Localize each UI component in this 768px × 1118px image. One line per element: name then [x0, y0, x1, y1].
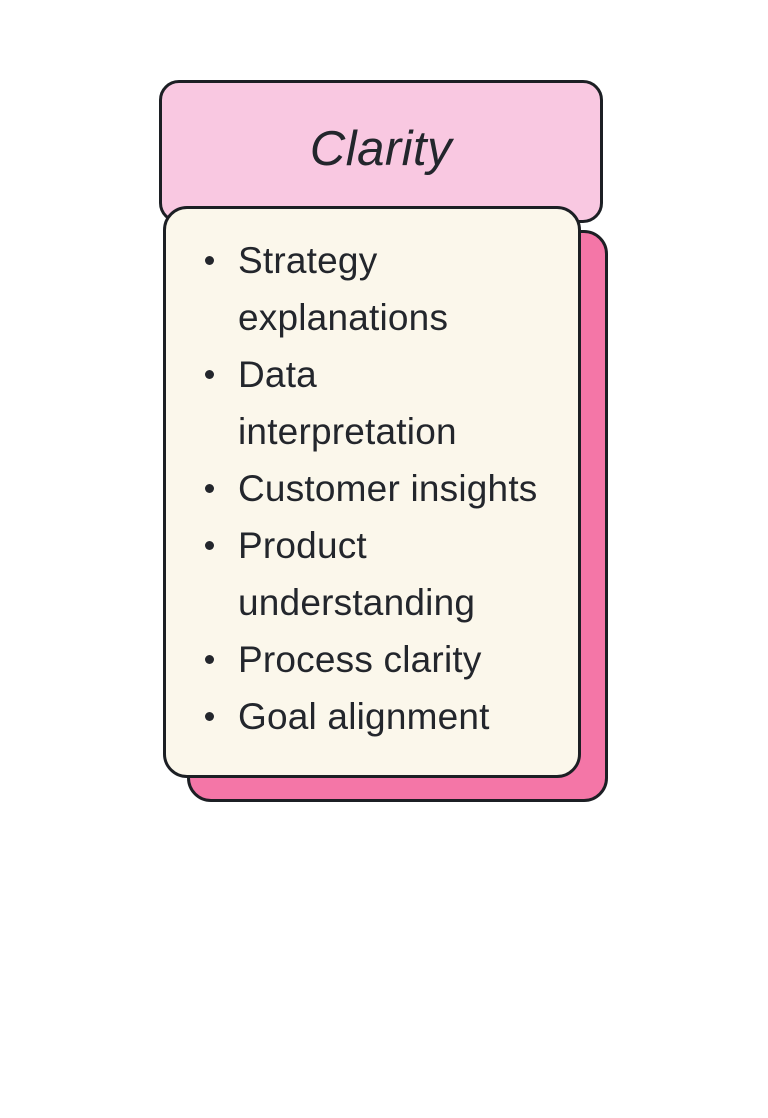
- card-body: Strategy explanations Data interpretatio…: [163, 206, 581, 778]
- card-header: Clarity: [159, 80, 603, 223]
- list-item-text: Product understanding: [238, 525, 476, 623]
- list-item: Data interpretation: [166, 346, 570, 460]
- bullet-icon: [205, 712, 214, 721]
- list-item: Strategy explanations: [166, 232, 570, 346]
- bullet-icon: [205, 541, 214, 550]
- bullet-icon: [205, 655, 214, 664]
- list-item-text: Strategy explanations: [238, 240, 449, 338]
- bullet-icon: [205, 370, 214, 379]
- card-title: Clarity: [309, 121, 453, 176]
- bullet-icon: [205, 256, 214, 265]
- list-item-text: Process clarity: [238, 639, 482, 680]
- list-item: Product understanding: [166, 517, 570, 631]
- list-item-text: Data interpretation: [238, 354, 457, 452]
- list-item-text: Customer insights: [238, 468, 538, 509]
- list-item-text: Goal alignment: [238, 696, 490, 737]
- list-item: Customer insights: [166, 460, 570, 517]
- list-item: Goal alignment: [166, 688, 570, 745]
- bullet-icon: [205, 484, 214, 493]
- item-list: Strategy explanations Data interpretatio…: [166, 209, 578, 745]
- list-item: Process clarity: [166, 631, 570, 688]
